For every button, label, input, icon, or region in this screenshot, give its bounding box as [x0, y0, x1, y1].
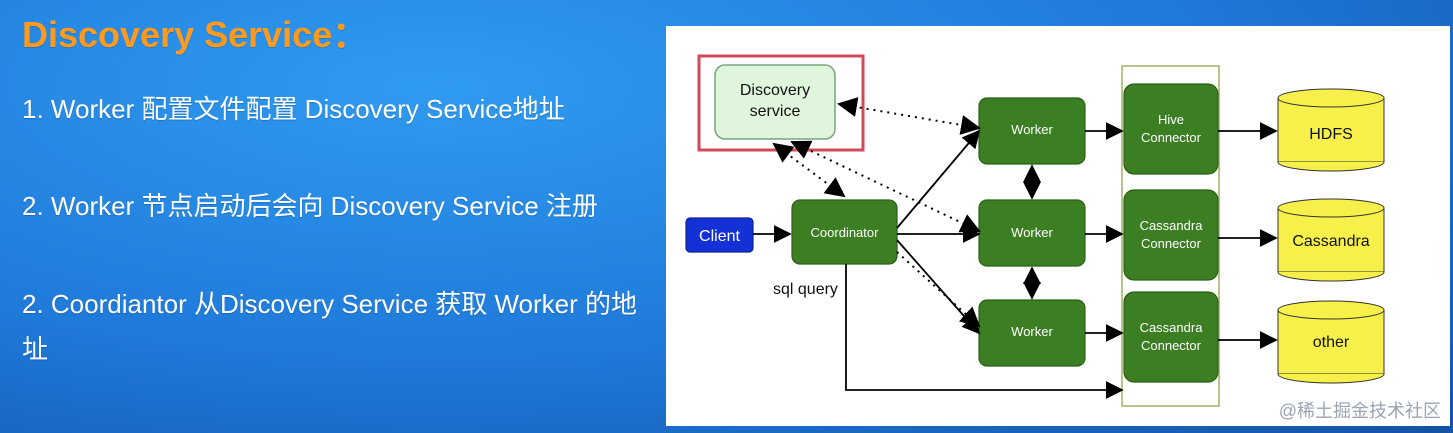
bullet-3: 2. Coordiantor 从Discovery Service 获取 Wor… — [22, 289, 638, 364]
cassandra-connector-2-line2: Connector — [1141, 338, 1202, 353]
bullet-2: 2. Worker 节点启动后会向 Discovery Service 注册 — [22, 191, 598, 221]
slide-title: Discovery Service： — [22, 14, 369, 55]
worker-label-3: Worker — [1011, 324, 1053, 339]
discovery-service-node — [714, 64, 836, 140]
bullet-1: 1. Worker 配置文件配置 Discovery Service地址 — [22, 94, 565, 124]
cassandra-label: Cassandra — [1292, 233, 1369, 250]
discovery-worker1-dotted-arrow — [837, 97, 981, 135]
hdfs-label: HDFS — [1309, 126, 1353, 143]
coordinator-worker3-dotted-arrow — [896, 251, 981, 328]
worker-label-2: Worker — [1011, 225, 1053, 240]
client-label: Client — [699, 228, 740, 245]
cassandra-storage-cylinder — [1277, 198, 1385, 282]
sql-query-label: sql query — [773, 281, 838, 298]
coordinator-label: Coordinator — [811, 225, 880, 240]
hive-connector-node — [1123, 83, 1219, 175]
architecture-diagram: Discovery service Client Coordinator sql… — [666, 26, 1450, 426]
discovery-coordinator-dotted-arrow — [772, 142, 846, 198]
hive-connector-line2: Connector — [1141, 130, 1202, 145]
discovery-label-line2: service — [750, 103, 801, 120]
coordinator-to-worker1-arrow — [896, 129, 981, 229]
cassandra-connector-node-1 — [1123, 189, 1219, 281]
diagram-canvas: Discovery service Client Coordinator sql… — [685, 54, 1385, 407]
cassandra-connector-2-line1: Cassandra — [1140, 320, 1204, 335]
coordinator-to-worker3-arrow — [896, 239, 981, 335]
other-label: other — [1313, 334, 1350, 351]
cassandra-connector-1-line1: Cassandra — [1140, 218, 1204, 233]
cassandra-connector-1-line2: Connector — [1141, 236, 1202, 251]
worker-label-1: Worker — [1011, 122, 1053, 137]
cassandra-connector-node-2 — [1123, 291, 1219, 383]
hive-connector-line1: Hive — [1158, 112, 1184, 127]
client-node — [685, 217, 754, 253]
discovery-label-line1: Discovery — [740, 82, 810, 99]
source-credit: @稀土掘金技术社区 — [1278, 401, 1441, 421]
hdfs-storage-cylinder — [1277, 88, 1385, 172]
coordinator-direct-to-connectors-arrow — [845, 264, 1124, 399]
other-storage-cylinder — [1277, 300, 1385, 384]
